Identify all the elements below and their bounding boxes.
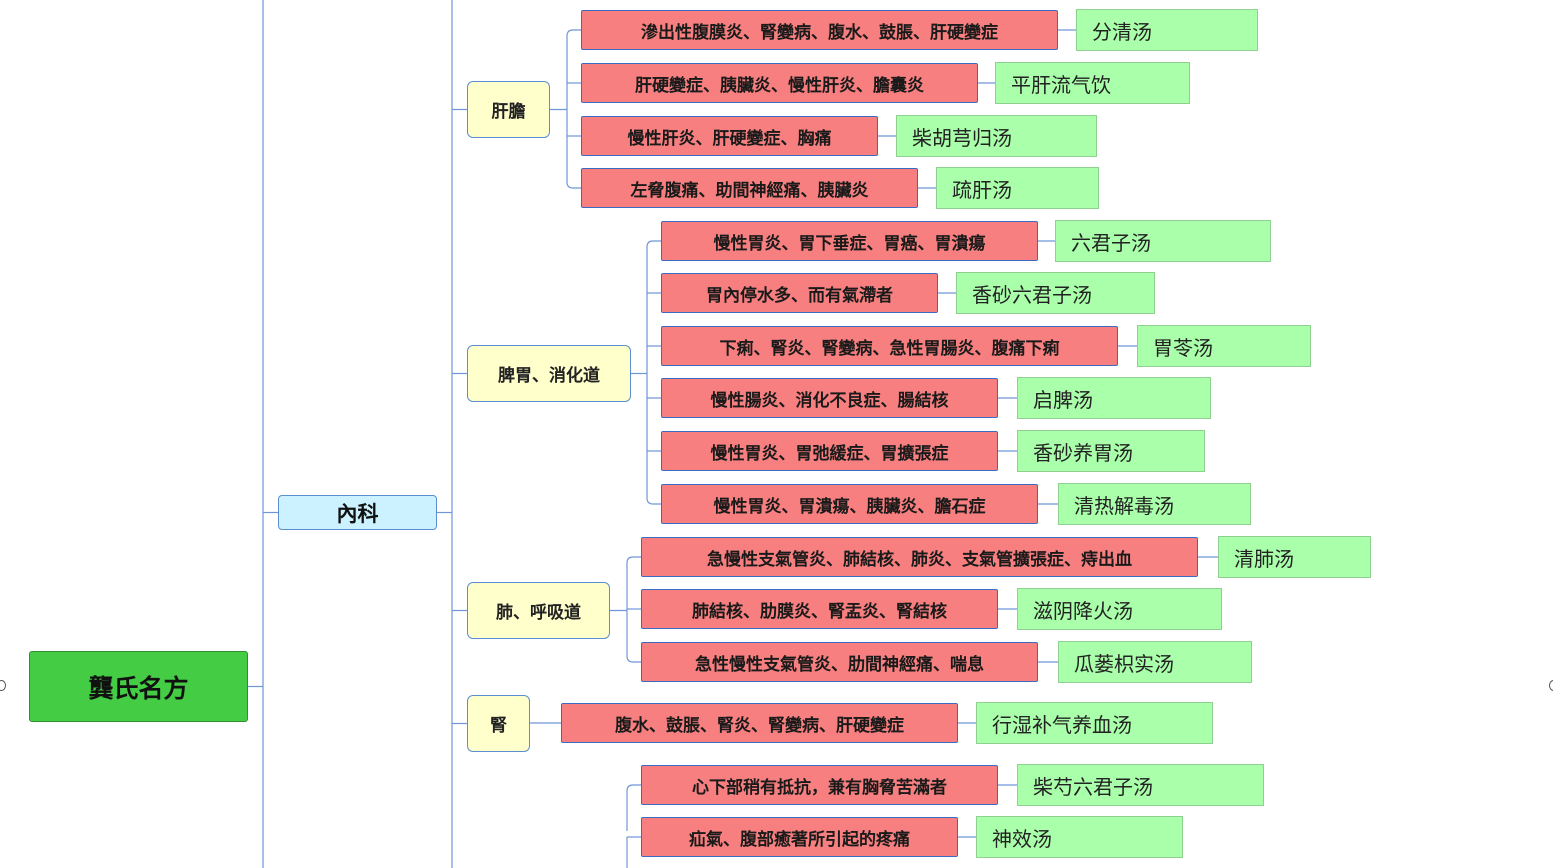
disease-node[interactable]: 急慢性支氣管炎、肺結核、肺炎、支氣管擴張症、痔出血 [641, 537, 1198, 577]
disease-node-label: 慢性胃炎、胃弛緩症、胃擴張症 [710, 443, 949, 464]
formula-node[interactable]: 柴芍六君子汤 [1017, 764, 1264, 806]
formula-node[interactable]: 行湿补气养血汤 [976, 702, 1213, 744]
formula-node[interactable]: 平肝流气饮 [995, 62, 1190, 104]
item-connector [646, 240, 661, 248]
disease-node[interactable]: 肝硬變症、胰臟炎、慢性肝炎、膽囊炎 [581, 63, 978, 103]
disease-node-label: 下痢、腎炎、腎變病、急性胃腸炎、腹痛下痢 [719, 338, 1060, 359]
formula-node[interactable]: 胃苓汤 [1137, 325, 1311, 367]
disease-node[interactable]: 慢性胃炎、胃下垂症、胃癌、胃潰瘍 [661, 221, 1038, 261]
formula-node[interactable]: 清热解毒汤 [1058, 483, 1251, 525]
item-connector [566, 29, 581, 37]
disease-node-label: 疝氣、腹部癒著所引起的疼痛 [689, 829, 910, 850]
formula-node[interactable]: 神效汤 [976, 816, 1183, 858]
disease-node-label: 心下部稍有抵抗，兼有胸脅苦滿者 [692, 777, 947, 798]
formula-node-label: 启脾汤 [1033, 388, 1093, 412]
disease-node[interactable]: 心下部稍有抵抗，兼有胸脅苦滿者 [641, 765, 998, 805]
formula-node[interactable]: 六君子汤 [1055, 220, 1271, 262]
disease-node[interactable]: 肺結核、肋膜炎、腎盂炎、腎結核 [641, 589, 998, 629]
formula-node[interactable]: 瓜蒌枳实汤 [1058, 641, 1252, 683]
disease-node-label: 胃內停水多、而有氣滯者 [706, 285, 893, 306]
formula-node[interactable]: 疏肝汤 [936, 167, 1099, 209]
branch-node-neike-label: 內科 [336, 501, 379, 526]
disease-node-label: 慢性肝炎、肝硬變症、胸痛 [627, 128, 832, 149]
formula-node[interactable]: 香砂六君子汤 [956, 272, 1155, 314]
disease-node-label: 肝硬變症、胰臟炎、慢性肝炎、膽囊炎 [635, 75, 924, 96]
category-node-label: 腎 [490, 716, 507, 736]
formula-node-label: 香砂养胃汤 [1033, 441, 1133, 465]
item-connector [626, 784, 641, 792]
collapse-handle-right[interactable] [1549, 680, 1553, 691]
disease-node-label: 慢性胃炎、胃潰瘍、胰臟炎、膽石症 [713, 496, 986, 517]
category-node-label: 肺、呼吸道 [496, 603, 581, 623]
disease-node[interactable]: 胃內停水多、而有氣滯者 [661, 273, 938, 313]
disease-node[interactable]: 慢性胃炎、胃弛緩症、胃擴張症 [661, 431, 998, 471]
category-node-label: 脾胃、消化道 [498, 366, 600, 386]
item-connector [626, 655, 641, 663]
formula-node-label: 胃苓汤 [1153, 336, 1213, 360]
disease-node-label: 慢性胃炎、胃下垂症、胃癌、胃潰瘍 [713, 233, 986, 254]
formula-node-label: 分清汤 [1092, 20, 1152, 44]
branch-node-neike[interactable]: 內科 [278, 495, 437, 530]
disease-node-label: 慢性腸炎、消化不良症、腸結核 [710, 390, 949, 411]
disease-node[interactable]: 左脅腹痛、助間神經痛、胰臟炎 [581, 168, 918, 208]
disease-node[interactable]: 疝氣、腹部癒著所引起的疼痛 [641, 817, 958, 857]
formula-node[interactable]: 启脾汤 [1017, 377, 1211, 419]
disease-node[interactable]: 慢性腸炎、消化不良症、腸結核 [661, 378, 998, 418]
disease-node-label: 急慢性支氣管炎、肺結核、肺炎、支氣管擴張症、痔出血 [707, 549, 1132, 570]
formula-node[interactable]: 香砂养胃汤 [1017, 430, 1205, 472]
formula-node[interactable]: 清肺汤 [1218, 536, 1371, 578]
formula-node-label: 柴胡芎归汤 [912, 126, 1012, 150]
formula-node-label: 清热解毒汤 [1074, 494, 1174, 518]
formula-node-label: 神效汤 [992, 827, 1052, 851]
disease-node[interactable]: 滲出性腹膜炎、腎變病、腹水、鼓脹、肝硬變症 [581, 10, 1058, 50]
root-node-label: 龔氏名方 [88, 673, 189, 703]
collapse-handle-left[interactable] [0, 680, 6, 691]
root-node[interactable]: 龔氏名方 [29, 651, 248, 722]
disease-node[interactable]: 慢性肝炎、肝硬變症、胸痛 [581, 116, 878, 156]
formula-node-label: 滋阴降火汤 [1033, 599, 1133, 623]
disease-node[interactable]: 腹水、鼓脹、腎炎、腎變病、肝硬變症 [561, 703, 958, 743]
disease-node[interactable]: 急性慢性支氣管炎、肋間神經痛、喘息 [641, 642, 1038, 682]
disease-node-label: 腹水、鼓脹、腎炎、腎變病、肝硬變症 [615, 715, 904, 736]
item-connector [566, 181, 581, 189]
formula-node-label: 疏肝汤 [952, 178, 1012, 202]
category-node[interactable]: 腎 [467, 695, 530, 752]
disease-node-label: 肺結核、肋膜炎、腎盂炎、腎結核 [692, 601, 947, 622]
category-node[interactable]: 脾胃、消化道 [467, 345, 631, 402]
formula-node[interactable]: 分清汤 [1076, 9, 1258, 51]
formula-node[interactable]: 滋阴降火汤 [1017, 588, 1222, 630]
formula-node-label: 清肺汤 [1234, 547, 1294, 571]
formula-node-label: 瓜蒌枳实汤 [1074, 652, 1174, 676]
category-node-label: 肝膽 [491, 102, 526, 122]
formula-node-label: 行湿补气养血汤 [992, 713, 1132, 737]
disease-node[interactable]: 下痢、腎炎、腎變病、急性胃腸炎、腹痛下痢 [661, 326, 1118, 366]
formula-node-label: 柴芍六君子汤 [1033, 775, 1153, 799]
disease-node[interactable]: 慢性胃炎、胃潰瘍、胰臟炎、膽石症 [661, 484, 1038, 524]
formula-node-label: 香砂六君子汤 [972, 283, 1092, 307]
item-connector [626, 556, 641, 564]
disease-node-label: 滲出性腹膜炎、腎變病、腹水、鼓脹、肝硬變症 [641, 22, 998, 43]
formula-node[interactable]: 柴胡芎归汤 [896, 115, 1097, 157]
formula-node-label: 平肝流气饮 [1011, 73, 1111, 97]
formula-node-label: 六君子汤 [1071, 231, 1151, 255]
disease-node-label: 急性慢性支氣管炎、肋間神經痛、喘息 [695, 654, 984, 675]
category-node[interactable]: 肺、呼吸道 [467, 582, 610, 639]
category-node[interactable]: 肝膽 [467, 81, 550, 138]
disease-node-label: 左脅腹痛、助間神經痛、胰臟炎 [630, 180, 869, 201]
item-connector [646, 497, 661, 505]
